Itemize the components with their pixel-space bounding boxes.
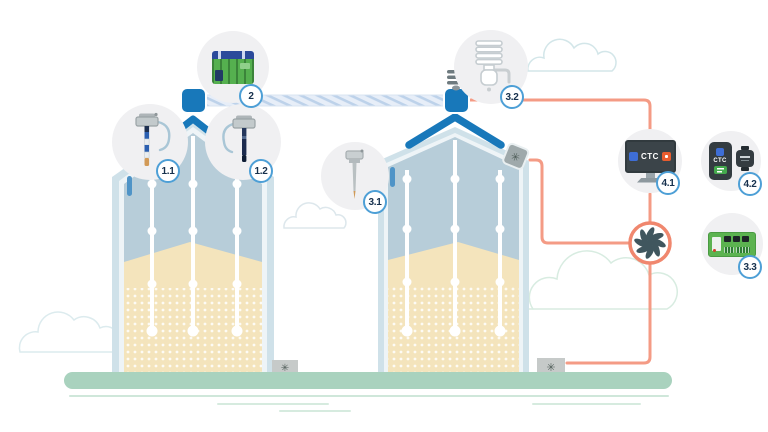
callout-badge-2: 2: [239, 84, 263, 108]
cloud-bottom-right: [528, 250, 678, 310]
callout-badge-3-1: 3.1: [363, 190, 387, 214]
svg-text:✳: ✳: [281, 363, 289, 374]
cloud-top-right: [527, 38, 617, 72]
aeration-fan-box-left: ✳: [272, 360, 298, 374]
screen-text: CTC: [641, 151, 659, 161]
connector-fan-to-roof-vent: [528, 158, 632, 245]
callout-badge-3-2: 3.2: [500, 85, 524, 109]
svg-text:✳: ✳: [546, 362, 555, 374]
callout-badge-1-2: 1.2: [249, 159, 273, 183]
svg-text:✳: ✳: [509, 150, 522, 165]
callout-badge-3-3: 3.3: [738, 255, 762, 279]
temperature-cable-sensor-icon: [222, 115, 256, 162]
connector-lines: [466, 98, 652, 365]
ground-detail-lines: [69, 395, 669, 412]
smartphone-icon: CTC: [708, 142, 732, 180]
record-icon: [661, 151, 671, 161]
silo-left-wall-mark: [127, 176, 132, 196]
connector-fan-to-base-fan: [565, 263, 652, 365]
ground-bar: [64, 372, 672, 389]
smartwatch-icon: [735, 146, 754, 171]
desktop-software-icon: CTC: [624, 139, 676, 183]
callout-badge-1-1: 1.1: [156, 159, 180, 183]
callout-badge-4-2: 4.2: [738, 172, 762, 196]
app-logo-icon: [629, 151, 639, 161]
cloud-middle: [283, 202, 347, 229]
connector-node-to-desktop: [466, 98, 652, 131]
sensor-cables-right: [401, 140, 506, 337]
aeration-fan-box-right: ✳: [537, 358, 565, 374]
telemetry-interface-module-icon: [212, 50, 254, 84]
handheld-spear-probe-icon: [345, 149, 364, 199]
callout-mobile-app: CTC: [701, 131, 761, 191]
sensor-cables-left: [146, 136, 243, 337]
cable-junction-box-left: [180, 87, 207, 114]
mobile-app-and-watch-icon: CTC: [708, 142, 754, 180]
silo-left: [112, 120, 274, 376]
silo-right: ✳: [378, 127, 530, 376]
cloud-left: [18, 311, 121, 353]
roof-exhaust-fan-icon: ✳: [502, 142, 530, 170]
ventilation-fan-icon: [628, 221, 672, 265]
callout-badge-4-1: 4.1: [656, 171, 680, 195]
fan-controller-module-icon: [708, 231, 756, 257]
silo-right-wall-mark: [390, 167, 395, 187]
roof-chevron-right: [405, 113, 505, 149]
temperature-moisture-cable-sensor-icon: [135, 112, 171, 166]
app-logo-icon: [716, 148, 724, 156]
phone-text: CTC: [713, 158, 727, 164]
outdoor-weather-sensor-icon: [475, 40, 511, 92]
monitor-screen: CTC: [624, 139, 676, 173]
app-status-panel: [713, 166, 727, 174]
